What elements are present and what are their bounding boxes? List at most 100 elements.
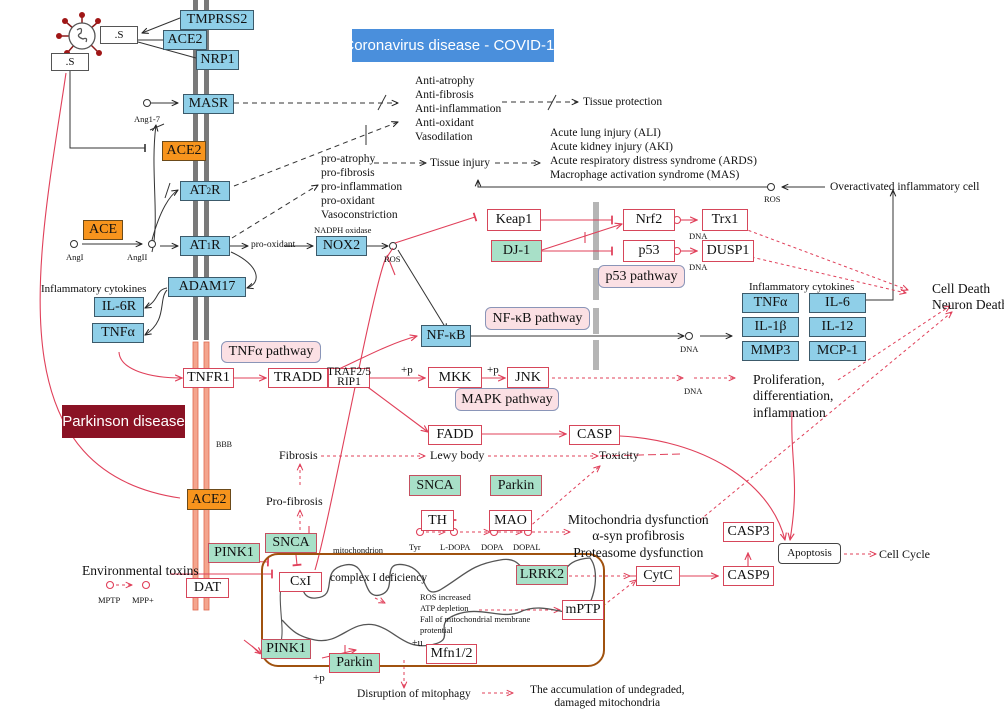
dj1-protein: DJ-1: [491, 240, 542, 262]
ros-effect-item: ROS increased: [420, 592, 471, 602]
nrp1-receptor: NRP1: [196, 50, 239, 70]
ros-effect-item: Fall of mitochondrial membrane: [420, 614, 531, 625]
pro-effect-item: pro-inflammation: [321, 181, 403, 194]
dopa-label: DOPA: [481, 542, 504, 552]
mptp-label: MPTP: [98, 595, 121, 605]
th-enzyme: TH: [421, 510, 454, 531]
mfn12-protein: Mfn1/2: [426, 644, 477, 664]
accumulation-line: The accumulation of undegraded,: [530, 684, 685, 696]
neuron-death-label: Neuron Death: [932, 297, 1004, 313]
l-dopa-label: L-DOPA: [440, 542, 471, 552]
cytokine-il1b: IL-1β: [742, 317, 799, 337]
at2r-label-tail: R: [211, 183, 221, 198]
blood-brain-barrier: [192, 341, 210, 611]
casp-protein: CASP: [569, 425, 620, 445]
dat-transporter: DAT: [186, 578, 229, 598]
spike-protein-box: .S: [100, 26, 138, 44]
mpp-label: MPP+: [132, 595, 154, 605]
at2r-subscript: 2: [206, 185, 212, 196]
accumulation-line: damaged mitochondria: [554, 697, 661, 710]
at1r-label-tail: R: [211, 238, 221, 253]
mao-enzyme: MAO: [489, 510, 532, 531]
parkin-protein: Parkin: [329, 653, 380, 673]
lewy-body-label: Lewy body: [430, 448, 485, 462]
anti-effect-item: Anti-fibrosis: [415, 89, 474, 102]
injuries-list: Acute lung injury (ALI) Acute kidney inj…: [550, 126, 757, 182]
cell-death-label: Cell Death: [932, 281, 991, 296]
angII-label: AngII: [127, 252, 148, 262]
ros-effect-item: protential: [420, 625, 453, 636]
pro-oxidant-label: pro-oxidant: [251, 240, 296, 250]
rip1-label: RIP1: [337, 376, 361, 388]
complex-i-deficiency-label: complex I deficiency: [330, 572, 428, 584]
phosphorylation-label: +p: [313, 672, 325, 684]
p53-protein: p53: [623, 240, 675, 262]
mitophagy-disruption-label: Disruption of mitophagy: [357, 688, 471, 700]
anti-effects-list: Anti-atrophy Anti-fibrosis Anti-inflamma…: [415, 74, 501, 144]
tradd-protein: TRADD: [268, 368, 328, 388]
ace-enzyme: ACE: [83, 220, 123, 240]
phosphorylation-label: +p: [401, 364, 413, 376]
injury-item: Acute kidney injury (AKI): [550, 141, 673, 154]
dna-label: DNA: [689, 231, 708, 241]
at2r-label: AT: [189, 183, 207, 198]
ace2-receptor: ACE2: [163, 30, 207, 50]
parkinson-title-banner: Parkinson disease: [62, 405, 185, 438]
anti-effect-item: Anti-inflammation: [415, 103, 502, 116]
cytochrome-c-box: CytC: [636, 566, 680, 586]
cytokine-tnfa: TNFα: [742, 293, 799, 313]
mitochondrion-label: mitochondrion: [333, 545, 384, 555]
cytokine-mmp3: MMP3: [742, 341, 799, 361]
cell-membrane: [193, 0, 209, 340]
ace2-enzyme: ACE2: [162, 141, 206, 161]
fadd-protein: FADD: [428, 425, 482, 445]
snca-protein: SNCA: [265, 533, 317, 553]
covid-title-banner: Coronavirus disease - COVID-19: [343, 29, 563, 62]
adam17-protein: ADAM17: [168, 277, 246, 297]
traf-label: TRAF2/5: [326, 366, 372, 379]
ang1-7-label: Ang1-7: [134, 114, 160, 124]
mapk-pathway-label: MAPK pathway: [455, 388, 559, 411]
ros-label: ROS: [384, 254, 401, 264]
proliferation-item: inflammation: [753, 404, 826, 420]
mito-effect-item: α-syn profibrosis: [592, 528, 685, 544]
pro-effect-item: pro-atrophy: [321, 153, 376, 165]
toxicity-label: Toxicity: [599, 448, 639, 462]
tnfa-pathway-label: TNFα pathway: [221, 341, 321, 363]
jnk-protein: JNK: [507, 367, 549, 388]
apoptosis-box: Apoptosis: [778, 543, 841, 564]
nox2-enzyme: NOX2: [316, 236, 367, 256]
parkin-protein: Parkin: [490, 475, 542, 496]
tyr-label: Tyr: [409, 542, 421, 552]
complex-i-box: CxI: [279, 572, 322, 592]
pro-effect-item: Vasoconstriction: [321, 209, 398, 222]
node-circles: [70, 99, 775, 340]
mkk-protein: MKK: [428, 367, 482, 388]
injury-item: Acute respiratory distress syndrome (ARD…: [550, 155, 757, 168]
nrf2-protein: Nrf2: [623, 209, 675, 231]
proliferation-item: differentiation,: [753, 388, 834, 404]
injury-item: Macrophage activation syndrome (MAS): [550, 169, 740, 182]
trx1-protein: Trx1: [702, 209, 748, 231]
tissue-injury-label: Tissue injury: [430, 157, 490, 169]
proliferation-outcomes: Proliferation, differentiation, inflamma…: [753, 372, 833, 421]
dna-label: DNA: [684, 386, 703, 396]
pink1-protein: PINK1: [261, 639, 311, 659]
ros-effects-list: ROS increased ATP depletion Fall of mito…: [420, 592, 530, 636]
accumulation-label: The accumulation of undegraded, damaged …: [530, 684, 685, 710]
dopal-label: DOPAL: [513, 542, 541, 552]
ace2-enzyme-brain: ACE2: [187, 489, 231, 510]
anti-effect-item: Anti-atrophy: [415, 75, 475, 87]
anti-effect-item: Vasodilation: [415, 131, 473, 144]
pro-fibrosis-label: Pro-fibrosis: [266, 494, 323, 508]
tmprss2-receptor: TMPRSS2: [180, 10, 254, 30]
phosphorylation-label: +p: [487, 364, 499, 376]
inflammatory-cytokines-left-label: Inflammatory cytokines: [41, 283, 147, 295]
injury-item: Acute lung injury (ALI): [550, 127, 661, 139]
ubiquitination-label: +u: [412, 638, 423, 649]
nfkb-pathway-label: NF-κB pathway: [485, 307, 590, 330]
snca-protein: SNCA: [409, 475, 461, 496]
lrrk2-protein: LRRK2: [516, 565, 568, 585]
